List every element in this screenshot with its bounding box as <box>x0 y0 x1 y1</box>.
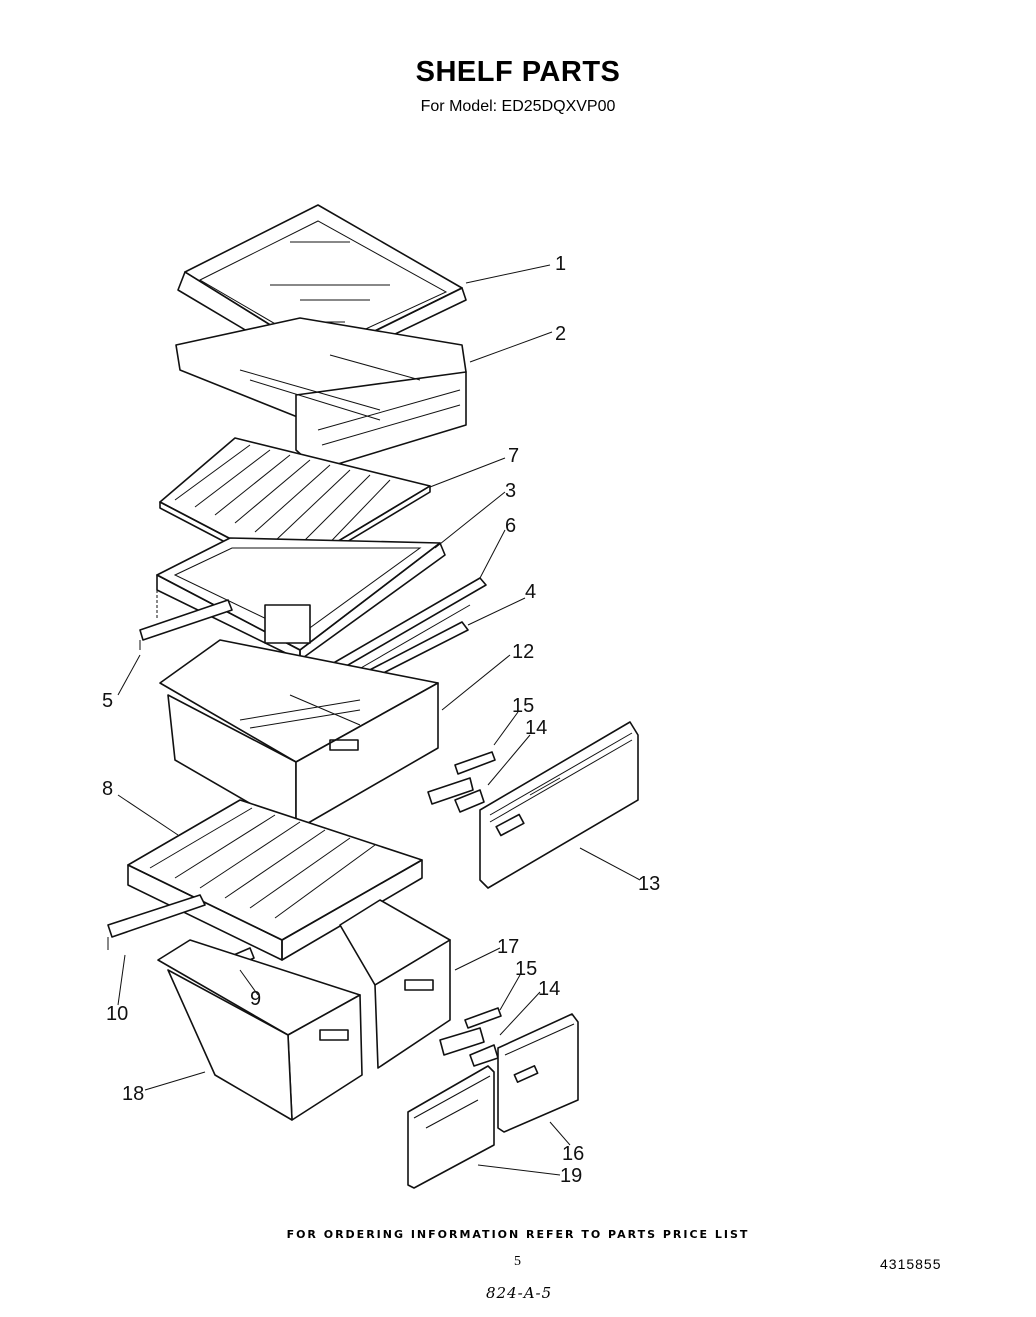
callout-label: 4 <box>525 581 536 603</box>
callout-label: 17 <box>497 936 519 958</box>
part-left-drawer <box>157 939 363 1121</box>
part-meat-drawer <box>175 317 467 471</box>
part-rail-left <box>139 590 233 650</box>
callout-label: 19 <box>560 1165 582 1187</box>
callout-label: 6 <box>505 515 516 537</box>
callout-label: 10 <box>106 1003 128 1025</box>
callout-label: 12 <box>512 641 534 663</box>
part-right-drawer-front <box>497 1013 579 1133</box>
callout-label: 14 <box>538 978 560 1000</box>
callout-numbers: 1 2 7 3 6 4 5 12 15 14 8 13 17 15 14 10 … <box>102 253 660 1187</box>
page-title: SHELF PARTS <box>415 56 621 88</box>
callout-label: 15 <box>515 958 537 980</box>
callout-label: 18 <box>122 1083 144 1105</box>
page-number: 5 <box>514 1254 521 1269</box>
part-hinges-upper <box>427 751 496 813</box>
document-number: 4315855 <box>880 1256 942 1272</box>
ordering-note: FOR ORDERING INFORMATION REFER TO PARTS … <box>286 1228 750 1241</box>
part-hinges-lower <box>439 1007 502 1067</box>
callout-label: 16 <box>562 1143 584 1165</box>
callout-label: 1 <box>555 253 566 275</box>
part-left-drawer-front <box>407 1065 495 1189</box>
handwritten-note: 824-A-5 <box>486 1284 553 1302</box>
callout-label: 5 <box>102 690 113 712</box>
model-subtitle: For Model: ED25DQXVP00 <box>420 98 616 115</box>
part-crisper-front <box>479 721 639 889</box>
callout-label: 13 <box>638 873 660 895</box>
leader-lines <box>117 264 641 1176</box>
callout-label: 8 <box>102 778 113 800</box>
callout-label: 15 <box>512 695 534 717</box>
part-crisper-frame <box>156 537 446 661</box>
part-rail-lower-left <box>107 894 206 950</box>
part-right-drawer <box>339 899 451 1069</box>
callout-label: 9 <box>250 988 261 1010</box>
callout-label: 3 <box>505 480 516 502</box>
callout-label: 7 <box>508 445 519 467</box>
part-crisper-drawer <box>159 639 439 831</box>
callout-label: 2 <box>555 323 566 345</box>
callout-label: 14 <box>525 717 547 739</box>
